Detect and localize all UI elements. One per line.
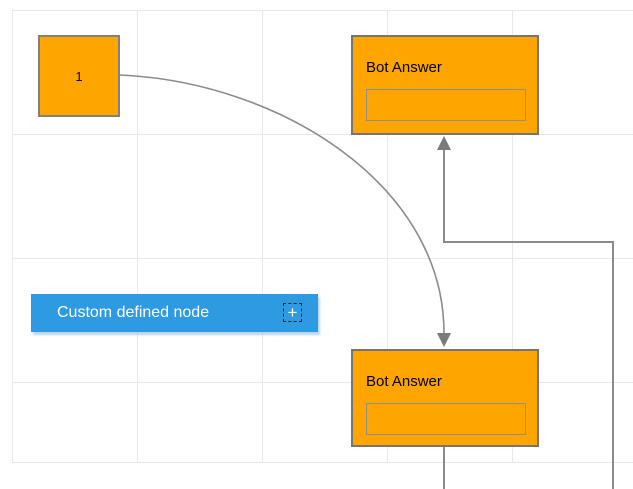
plus-icon: + bbox=[287, 303, 298, 322]
add-node-button[interactable]: + bbox=[283, 303, 302, 322]
bot-answer-input[interactable] bbox=[366, 89, 526, 121]
arrowhead-up-icon bbox=[437, 136, 451, 150]
custom-node-label: Custom defined node bbox=[57, 304, 210, 321]
bot-answer-title: Bot Answer bbox=[366, 373, 442, 390]
node-start-label: 1 bbox=[75, 68, 83, 84]
bezier-connector[interactable] bbox=[119, 74, 445, 334]
orthogonal-connector-path[interactable] bbox=[443, 150, 614, 489]
node-start[interactable]: 1 bbox=[38, 35, 120, 117]
bezier-connector-path[interactable] bbox=[119, 74, 445, 334]
arrowhead-down-icon bbox=[437, 333, 451, 347]
bot-answer-title: Bot Answer bbox=[366, 59, 442, 76]
node-custom-defined[interactable]: Custom defined node + bbox=[31, 294, 318, 332]
bot-answer-input[interactable] bbox=[366, 403, 526, 435]
orthogonal-connector[interactable] bbox=[443, 150, 614, 489]
node-bot-answer-top[interactable]: Bot Answer bbox=[351, 35, 539, 135]
node-bot-answer-bottom[interactable]: Bot Answer bbox=[351, 349, 539, 447]
